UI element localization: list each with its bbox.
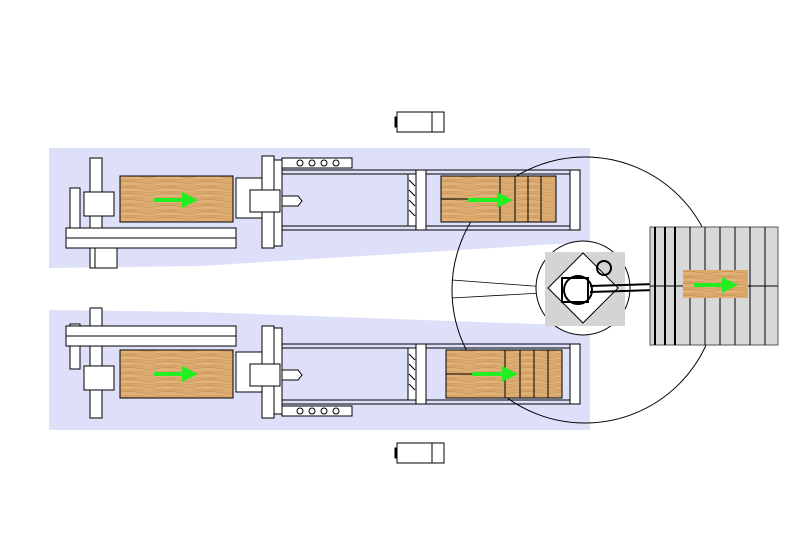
processing-line-bottom: [65, 307, 581, 419]
control-cabinet-icon: [394, 111, 445, 133]
control-cabinet-icon: [394, 442, 445, 464]
robot-arm-icon: [561, 260, 665, 305]
robot-pedestal: [547, 252, 619, 324]
processing-line-top: [65, 155, 581, 269]
outfeed-conveyor: [649, 226, 779, 346]
